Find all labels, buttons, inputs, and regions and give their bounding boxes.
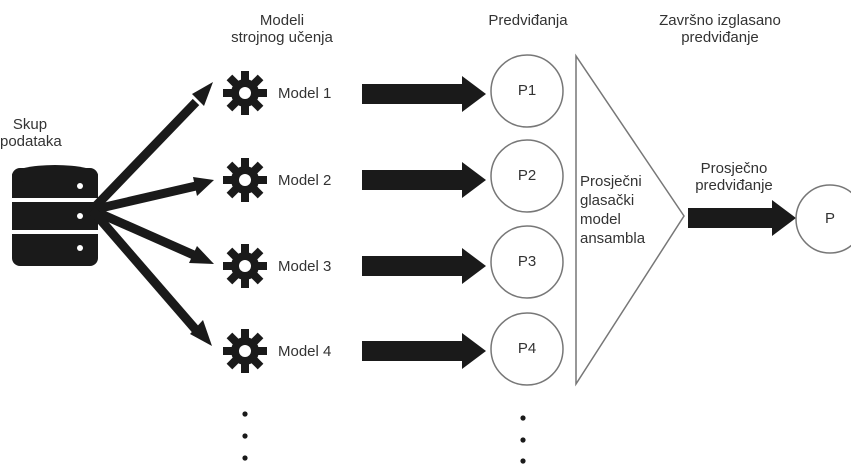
- more-predictions-ellipsis: [520, 415, 526, 464]
- predictions-header: Predviđanja: [488, 12, 568, 29]
- dataset-label-line-2: podataka: [0, 133, 62, 150]
- arrow-to-model-3: [90, 205, 214, 264]
- dataset-to-model-arrows: [88, 82, 214, 346]
- model-label-2: Model 2: [278, 172, 332, 189]
- prediction-label-2: P2: [517, 167, 537, 184]
- final-header-line-2: predviđanje: [681, 29, 759, 46]
- arrow-to-final: [688, 200, 796, 236]
- gear-icon-model-3: [223, 244, 267, 288]
- gear-icon-model-2: [223, 158, 267, 202]
- more-models-ellipsis: [242, 411, 248, 461]
- prediction-label-3: P3: [517, 253, 537, 270]
- average-label-line-2: predviđanje: [695, 177, 773, 194]
- model-to-prediction-arrows: [362, 76, 486, 369]
- final-header-line-1: Završno izglasano: [659, 12, 781, 29]
- ensemble-label: Prosječni glasački model ansambla: [580, 172, 645, 248]
- model-label-4: Model 4: [278, 343, 332, 360]
- final-prediction-label: P: [824, 210, 835, 227]
- average-label: Prosječno predviđanje: [676, 160, 792, 194]
- final-header: Završno izglasano predviđanje: [620, 12, 820, 46]
- prediction-circle-4: [490, 312, 564, 386]
- database-icon: [12, 165, 98, 266]
- model-label-3: Model 3: [278, 258, 332, 275]
- dataset-label-line-1: Skup: [12, 116, 48, 133]
- arrow-model-4-to-p4: [362, 333, 486, 369]
- arrow-model-3-to-p3: [362, 248, 486, 284]
- prediction-label-4: P4: [517, 340, 537, 357]
- ensemble-label-line-4: ansambla: [580, 230, 646, 247]
- models-header: Modeli strojnog učenja: [222, 12, 342, 46]
- prediction-circles: [490, 54, 564, 386]
- gear-icon-model-1: [223, 71, 267, 115]
- models-header-line-1: Modeli: [259, 12, 305, 29]
- arrow-model-1-to-p1: [362, 76, 486, 112]
- gear-icon-model-4: [223, 329, 267, 373]
- prediction-circle-2: [490, 139, 564, 213]
- prediction-circle-1: [490, 54, 564, 128]
- dataset-label: Skup podataka: [0, 116, 62, 150]
- ensemble-triangle: [575, 53, 685, 387]
- arrow-to-model-4: [88, 207, 212, 346]
- average-label-line-1: Prosječno: [700, 160, 768, 177]
- prediction-circle-3: [490, 225, 564, 299]
- arrow-to-model-1: [88, 82, 213, 214]
- prediction-label-1: P1: [517, 82, 537, 99]
- arrow-to-model-2: [90, 177, 214, 215]
- ensemble-label-line-3: model: [580, 211, 621, 228]
- arrow-model-2-to-p2: [362, 162, 486, 198]
- ensemble-label-line-1: Prosječni: [580, 173, 642, 190]
- final-prediction-circle: [795, 184, 851, 254]
- model-label-1: Model 1: [278, 85, 332, 102]
- ensemble-label-line-2: glasački: [580, 192, 635, 209]
- models-header-line-2: strojnog učenja: [231, 29, 333, 46]
